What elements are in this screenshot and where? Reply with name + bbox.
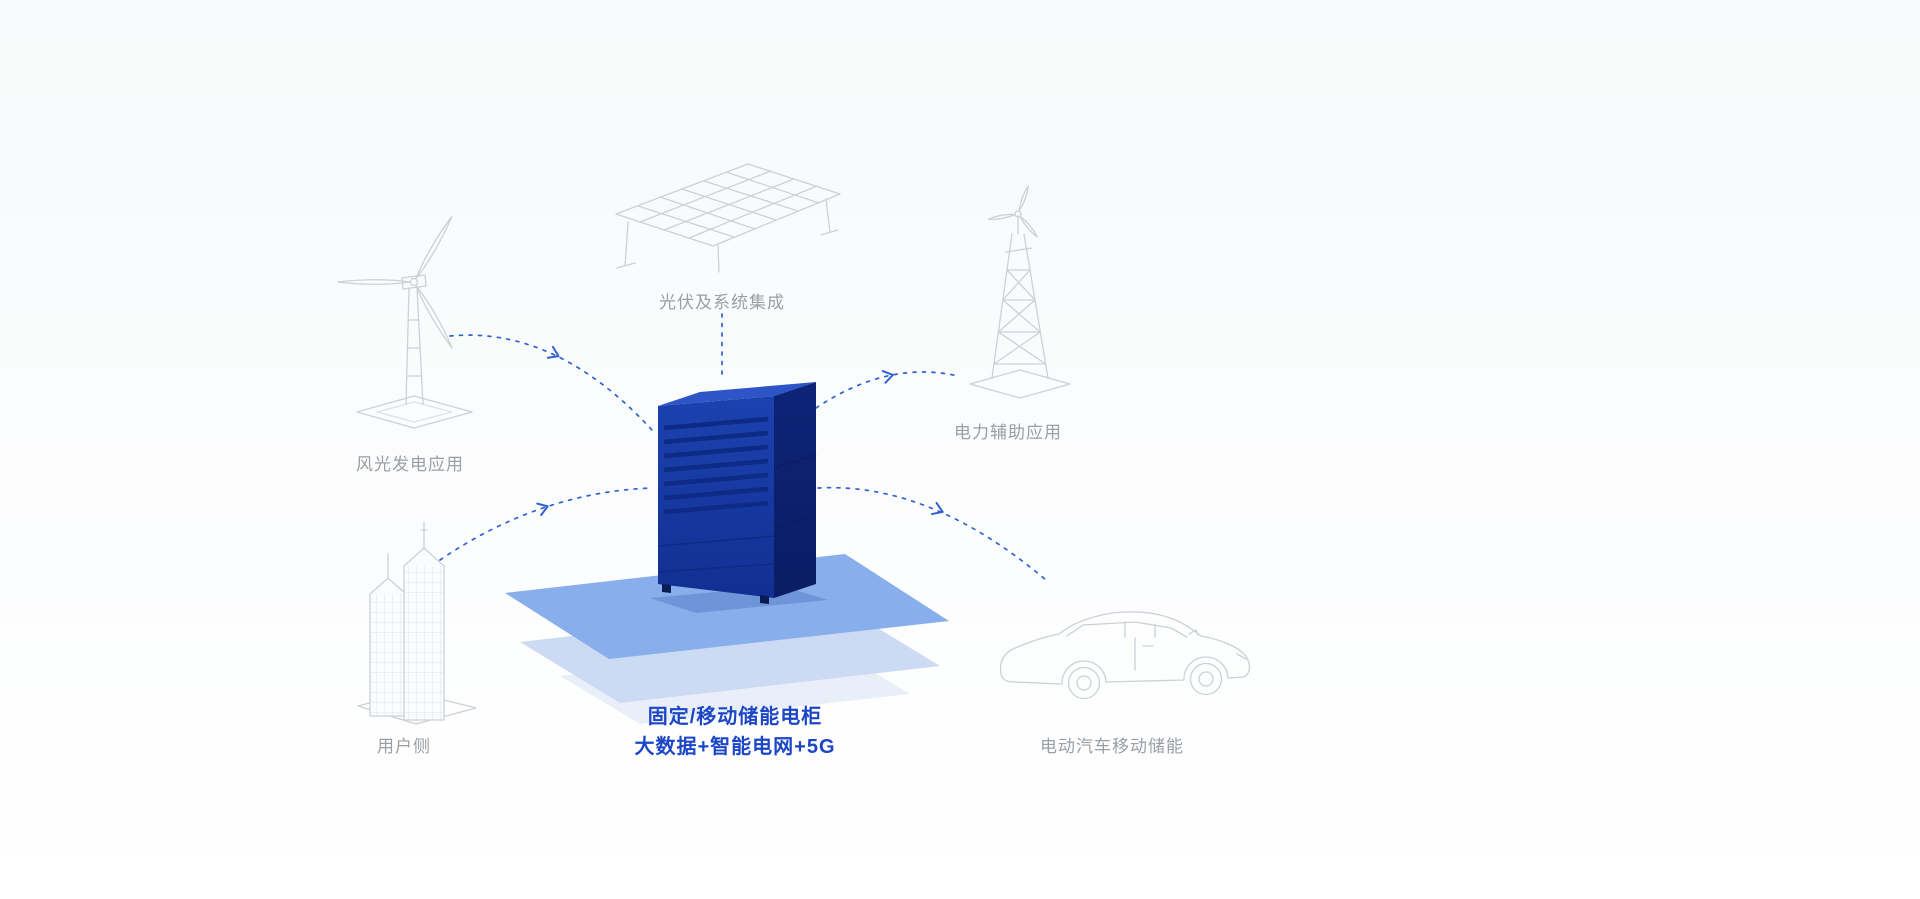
storage-cabinet-icon [657,382,817,604]
transmission-tower-icon [969,185,1071,399]
arc-cabinet-to-ev [817,486,1047,581]
solar-panel-icon [615,163,841,273]
wind-turbine-icon [337,215,473,429]
ev-node-label: 电动汽车移动储能 [1040,737,1184,756]
arrow-icon [931,501,944,516]
arrow-icon [881,370,894,384]
arc-wind-to-cabinet [449,334,653,431]
wind-node-label: 风光发电应用 [356,455,464,474]
power-node-label: 电力辅助应用 [954,423,1062,442]
arrow-icon [536,502,549,516]
center-caption-line1: 固定/移动储能电柜 [647,706,823,728]
arc-user-to-cabinet [439,487,653,561]
center-caption: 固定/移动储能电柜 大数据+智能电网+5G [525,702,945,762]
cabinet-side-face [774,382,816,598]
solar-node-label: 光伏及系统集成 [659,293,785,312]
cabinet-top-face [658,382,816,406]
arrow-icon [546,345,560,359]
building-icon [357,521,477,725]
arc-cabinet-to-power [815,371,959,409]
center-caption-line2: 大数据+智能电网+5G [634,736,836,758]
user-node-label: 用户侧 [377,737,431,756]
platform-layer-top [505,554,949,659]
cabinet-front-face [658,396,774,598]
car-icon [999,611,1251,700]
